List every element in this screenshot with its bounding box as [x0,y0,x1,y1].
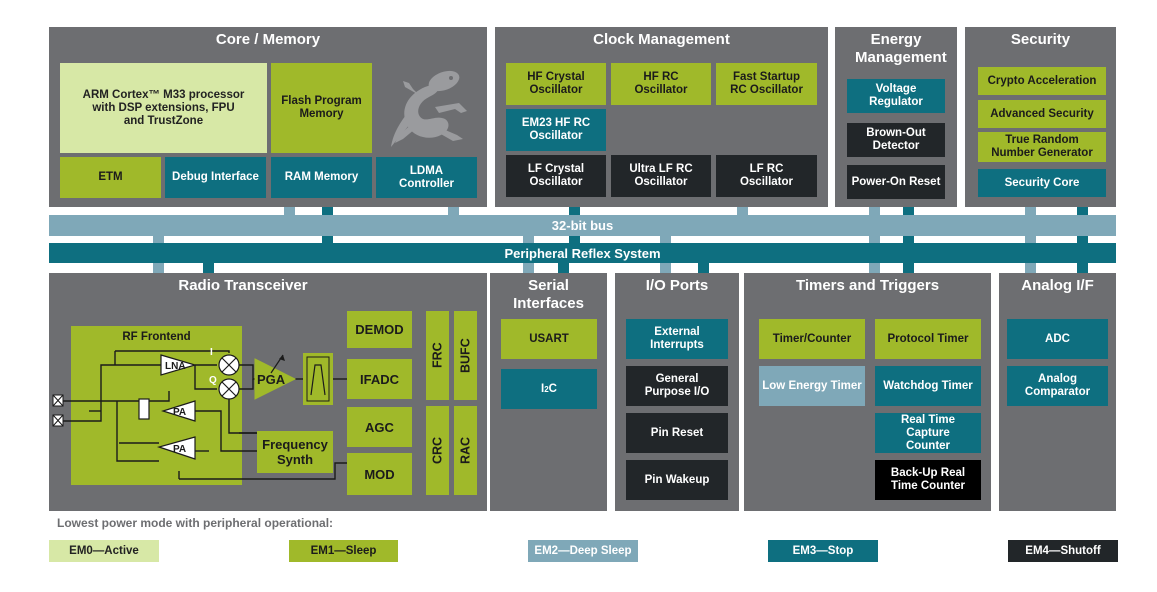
bus-32bit: 32-bit bus [49,215,1116,236]
advanced-security-block: Advanced Security [978,100,1106,128]
section-energy-management: Energy Management Voltage Regulator Brow… [835,27,957,207]
i-label: I [210,347,213,358]
legend-em4: EM4—Shutoff [1008,540,1118,562]
low-energy-timer-block: Low Energy Timer [759,366,865,406]
real-time-capture-counter-block: Real Time Capture Counter [875,413,981,453]
frc-block: FRC [426,311,449,400]
hf-crystal-oscillator-block: HF Crystal Oscillator [506,63,606,105]
i2c-label-end: C [548,382,557,395]
em23-hf-rc-oscillator-block: EM23 HF RC Oscillator [506,109,606,151]
peripheral-reflex-system: Peripheral Reflex System [49,243,1116,263]
section-title: Analog I/F [1021,277,1094,294]
rac-block: RAC [454,406,477,495]
section-radio-transceiver: Radio Transceiver RF Frontend [49,273,487,511]
pa-label-1: PA [173,407,186,418]
section-title: Timers and Triggers [795,277,940,294]
crypto-acceleration-block: Crypto Acceleration [978,67,1106,95]
voltage-regulator-block: Voltage Regulator [847,79,945,113]
section-io-ports: I/O Ports External Interrupts General Pu… [615,273,739,511]
timer-counter-block: Timer/Counter [759,319,865,359]
section-clock-management: Clock Management HF Crystal Oscillator H… [495,27,828,207]
backup-real-time-counter-block: Back-Up Real Time Counter [875,460,981,500]
rf-frontend-block [71,326,242,485]
ifadc-block: IFADC [347,359,412,399]
hf-rc-oscillator-block: HF RC Oscillator [611,63,711,105]
gecko-logo-icon [379,61,479,153]
section-title: Radio Transceiver [178,277,308,294]
rf-frontend-label: RF Frontend [122,331,191,343]
i2c-label-sup: 2 [544,384,549,394]
brown-out-detector-block: Brown-Out Detector [847,123,945,157]
legend-title: Lowest power mode with peripheral operat… [57,516,334,530]
ultra-lf-rc-oscillator-block: Ultra LF RC Oscillator [611,155,711,197]
external-interrupts-block: External Interrupts [626,319,728,359]
pin-wakeup-block: Pin Wakeup [626,460,728,500]
watchdog-timer-block: Watchdog Timer [875,366,981,406]
pin-reset-block: Pin Reset [626,413,728,453]
mod-block: MOD [347,453,412,495]
i2c-label-base: I [541,382,545,395]
demod-block: DEMOD [347,311,412,348]
analog-comparator-block: Analog Comparator [1007,366,1108,406]
section-timers-triggers: Timers and Triggers Timer/Counter Protoc… [744,273,991,511]
legend-em0: EM0—Active [49,540,159,562]
legend-em2: EM2—Deep Sleep [528,540,638,562]
rf-signal-path-diagram: LNA PA PA I Q PGA [52,347,347,480]
security-core-block: Security Core [978,169,1106,197]
general-purpose-io-block: General Purpose I/O [626,366,728,406]
section-title: Core / Memory [215,31,321,48]
lf-crystal-oscillator-block: LF Crystal Oscillator [506,155,606,197]
ldma-controller-block: LDMA Controller [376,157,477,198]
pga-label: PGA [257,372,286,387]
pa-label-2: PA [173,444,186,455]
lf-rc-oscillator-block: LF RC Oscillator [716,155,817,197]
arm-cortex-m33-block: ARM Cortex™ M33 processor with DSP exten… [60,63,267,153]
q-label: Q [209,375,217,386]
protocol-timer-block: Protocol Timer [875,319,981,359]
frequency-synth-block: Frequency Synth [257,431,333,473]
section-title: I/O Ports [645,277,709,294]
ram-memory-block: RAM Memory [271,157,372,198]
lna-label: LNA [165,361,186,372]
adc-block: ADC [1007,319,1108,359]
bufc-block: BUFC [454,311,477,400]
section-security: Security Crypto Acceleration Advanced Se… [965,27,1116,207]
etm-block: ETM [60,157,161,198]
section-title: Clock Management [593,31,730,48]
power-on-reset-block: Power-On Reset [847,165,945,199]
fast-startup-rc-oscillator-block: Fast Startup RC Oscillator [716,63,817,105]
crc-block: CRC [426,406,449,495]
section-title: Serial Interfaces [513,277,584,312]
section-title: Energy Management [855,31,947,66]
section-core-memory: Core / Memory ARM Cortex™ M33 processor … [49,27,487,207]
section-title: Security [1010,31,1071,48]
legend-em1: EM1—Sleep [289,540,398,562]
flash-program-memory-block: Flash Program Memory [271,63,372,153]
true-random-number-generator-block: True Random Number Generator [978,132,1106,162]
usart-block: USART [501,319,597,359]
legend-em3: EM3—Stop [768,540,878,562]
debug-interface-block: Debug Interface [165,157,266,198]
section-analog-if: Analog I/F ADC Analog Comparator [999,273,1116,511]
agc-block: AGC [347,407,412,447]
